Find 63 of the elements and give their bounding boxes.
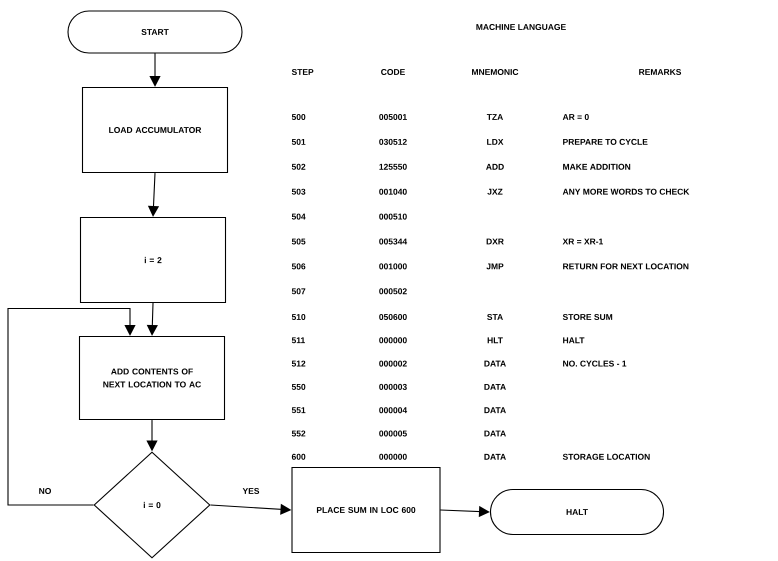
table-cell: 502 <box>292 164 306 170</box>
table-cell: 125550 <box>379 164 407 170</box>
table-cell: HLT <box>488 337 503 344</box>
table-cell: 005344 <box>379 238 408 244</box>
table-cell: 501 <box>292 138 306 145</box>
table-cell: NO. CYCLES - 1 <box>563 360 626 367</box>
table-cell: LDX <box>487 138 504 145</box>
process-box: LOAD ACCUMULATOR <box>82 86 228 174</box>
table-cell: 000004 <box>379 407 408 414</box>
table-cell: TZA <box>486 114 504 120</box>
table-cell: STA <box>487 314 503 320</box>
process-box: i = 2 <box>80 216 226 304</box>
table-cell: XR = XR-1 <box>562 238 604 244</box>
table-cell: 000000 <box>379 337 407 344</box>
table-cell: 506 <box>292 263 306 270</box>
table-cell: DATA <box>484 384 506 390</box>
edge-label: NO <box>38 487 52 495</box>
table-cell: DATA <box>484 454 506 460</box>
table-cell: HALT <box>563 337 584 344</box>
column-header: MNEMONIC <box>472 69 518 75</box>
table-cell: 511 <box>292 337 305 344</box>
table-cell: 504 <box>292 214 306 220</box>
table-cell: 005001 <box>379 114 407 120</box>
table-cell: 552 <box>292 430 306 436</box>
table-cell: 001000 <box>379 263 407 270</box>
table-cell: ANY MORE WORDS TO CHECK <box>562 188 690 195</box>
table-cell: 050600 <box>379 314 407 320</box>
table-cell: 505 <box>292 238 306 244</box>
table-cell: 551 <box>292 407 306 414</box>
table-cell: 503 <box>292 188 306 195</box>
table-cell: JXZ <box>487 188 503 195</box>
table-cell: 500 <box>292 114 306 120</box>
table-cell: 000005 <box>379 430 407 436</box>
table-cell: 550 <box>292 384 306 390</box>
process-box: ADD CONTENTS OF NEXT LOCATION TO AC <box>78 336 226 420</box>
table-cell: STORAGE LOCATION <box>562 454 650 460</box>
table-cell: DATA <box>484 430 506 436</box>
table-cell: RETURN FOR NEXT LOCATION <box>563 263 688 270</box>
table-cell: 507 <box>292 288 306 294</box>
table-cell: 512 <box>292 360 306 367</box>
table-cell: AR = 0 <box>562 114 589 120</box>
edge-label: YES <box>242 487 260 495</box>
table-cell: 510 <box>292 314 306 320</box>
table-cell: 000502 <box>379 288 407 294</box>
table-cell: MAKE ADDITION <box>563 164 630 170</box>
table-cell: JMP <box>486 263 504 270</box>
column-header: STEP <box>292 69 314 75</box>
column-header: REMARKS <box>639 69 682 75</box>
table-cell: 001040 <box>379 188 407 195</box>
table-title: MACHINE LANGUAGE <box>476 24 566 30</box>
table-cell: DATA <box>484 407 506 414</box>
table-cell: 030512 <box>379 138 407 145</box>
arrow <box>7 308 136 506</box>
table-cell: 000003 <box>379 384 407 390</box>
table-cell: STORE SUM <box>562 314 612 320</box>
table-cell: PREPARE TO CYCLE <box>563 138 648 145</box>
table-cell: DXR <box>486 238 504 244</box>
table-cell: DATA <box>484 360 506 366</box>
table-cell: 000510 <box>379 214 407 220</box>
column-header: CODE <box>381 69 405 75</box>
process-box: PLACE SUM IN LOC 600 <box>291 466 441 554</box>
table-cell: 000002 <box>379 360 407 367</box>
table-cell: ADD <box>486 164 504 170</box>
